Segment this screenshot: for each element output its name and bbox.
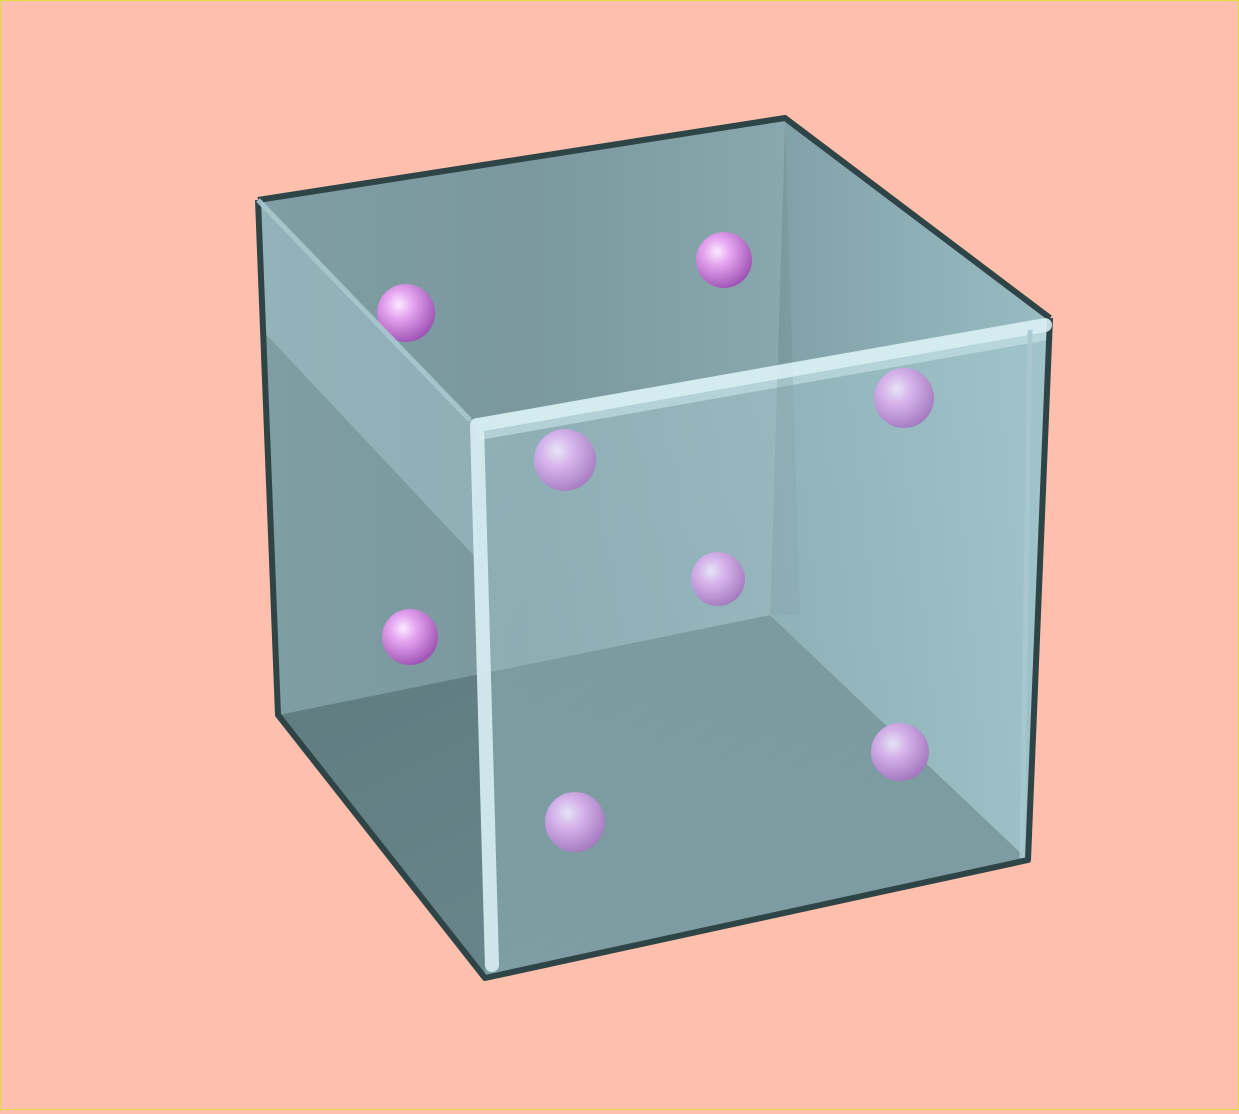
atom-sphere <box>696 232 752 288</box>
atom-sphere <box>382 609 438 665</box>
